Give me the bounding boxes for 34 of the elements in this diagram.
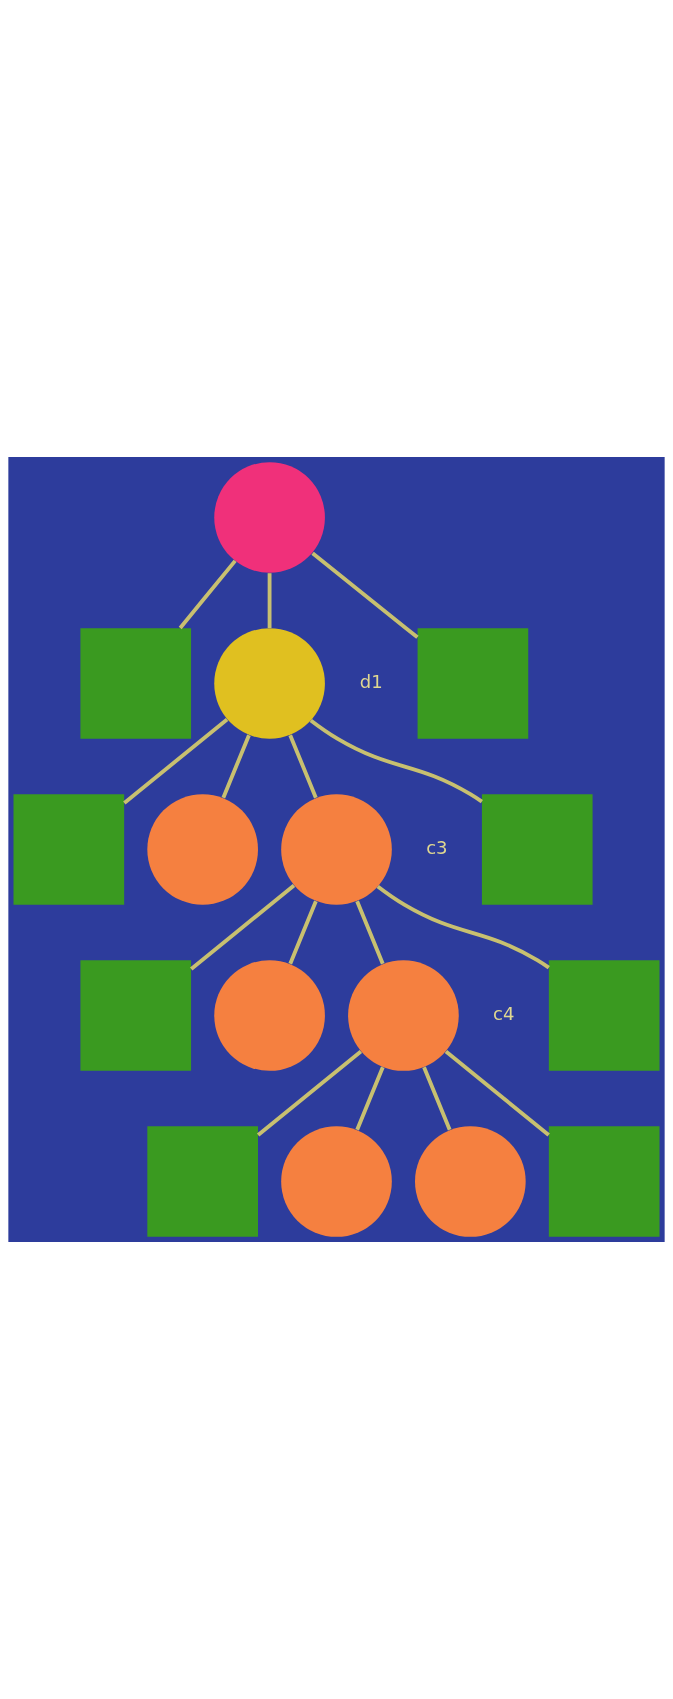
node-box bbox=[80, 960, 192, 1071]
label: c3 bbox=[426, 837, 448, 859]
node-circle bbox=[281, 794, 392, 905]
label: d1 bbox=[359, 671, 383, 693]
label: c4 bbox=[493, 1003, 515, 1025]
node-circle bbox=[214, 462, 325, 573]
node-box bbox=[13, 794, 125, 905]
connector bbox=[178, 559, 237, 630]
node-box bbox=[481, 794, 593, 905]
connector bbox=[190, 883, 296, 971]
node-circle bbox=[348, 960, 459, 1071]
node-circle bbox=[147, 794, 258, 905]
connector bbox=[376, 884, 550, 970]
connector bbox=[288, 900, 318, 965]
node-box bbox=[548, 960, 660, 1071]
connector bbox=[221, 734, 251, 799]
connector bbox=[309, 718, 483, 804]
node-circle bbox=[214, 628, 325, 739]
node-box bbox=[147, 1126, 258, 1237]
connector bbox=[355, 900, 385, 965]
node-circle bbox=[281, 1126, 392, 1237]
node-box bbox=[548, 1126, 660, 1237]
connector bbox=[288, 734, 318, 799]
connector bbox=[422, 1066, 452, 1131]
node-circle bbox=[415, 1126, 526, 1237]
node-box bbox=[80, 628, 192, 739]
connector bbox=[311, 551, 419, 639]
connector bbox=[444, 1049, 550, 1137]
node-circle bbox=[214, 960, 325, 1071]
node-box bbox=[417, 628, 529, 739]
connector bbox=[355, 1066, 385, 1131]
connector bbox=[256, 1049, 363, 1137]
connector bbox=[267, 573, 272, 629]
connector bbox=[123, 717, 229, 805]
